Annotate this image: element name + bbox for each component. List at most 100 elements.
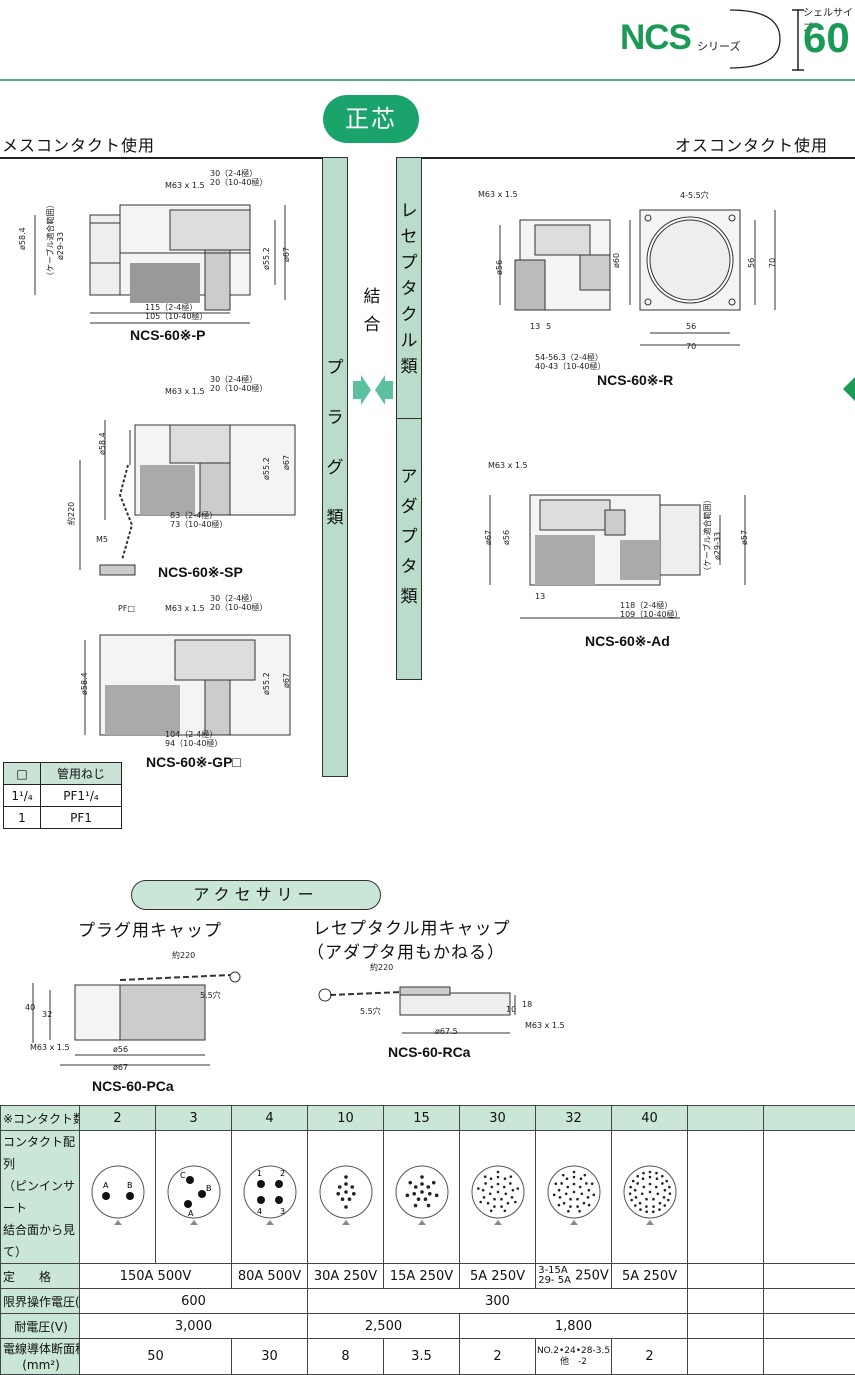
pin-dot [416, 1197, 420, 1201]
svg-text:A: A [188, 1209, 194, 1218]
pin-dot [572, 1171, 575, 1174]
pin-dot [510, 1196, 513, 1199]
spec-area-cell: 2 [460, 1339, 536, 1375]
pin-dot [578, 1186, 581, 1189]
pin-dot [655, 1172, 658, 1175]
layout-10-icon [308, 1131, 384, 1264]
pin-dot [493, 1198, 496, 1201]
pin-dot [661, 1182, 664, 1185]
dim-ad-thread: M63 x 1.5 [488, 461, 528, 470]
dim-rca-220: 約220 [370, 962, 393, 973]
dim-r-56a: ø56 [495, 260, 504, 275]
pin-dot [648, 1183, 651, 1186]
spec-contacts-cell: 40 [612, 1106, 688, 1131]
pin-dot [503, 1177, 506, 1180]
pin-dot [648, 1171, 651, 1174]
pipe-table-cell: PF1 [41, 807, 122, 829]
svg-text:B: B [206, 1184, 212, 1193]
pin-dot [336, 1192, 340, 1196]
spec-table: ※コンタクト数 2 3 4 10 15 30 32 40 コンタクト配列（ピンイ… [0, 1105, 855, 1375]
right-heading-rule [396, 157, 855, 159]
pin-dot [488, 1192, 491, 1195]
pin-dot [645, 1198, 648, 1201]
dim-rca-hole: 5.5穴 [360, 1006, 381, 1017]
pin-dot [557, 1189, 560, 1192]
dim-p-552: ø55.2 [262, 247, 271, 270]
dim-ad-56: ø56 [502, 530, 511, 545]
pin-dot [645, 1210, 648, 1213]
spec-contacts-cell: 2 [80, 1106, 156, 1131]
dim-p-105: 105（10-40極） [145, 311, 208, 322]
pin-dot [648, 1191, 651, 1194]
dim-gp-552: ø55.2 [262, 672, 271, 695]
pin-dot [350, 1185, 354, 1189]
model-ad: NCS-60※-Ad [585, 633, 670, 650]
pin-dot [420, 1190, 424, 1194]
pin-dot [479, 1201, 482, 1204]
right-heading: オスコンタクト使用 [675, 132, 828, 156]
pin-dot [667, 1199, 670, 1202]
dim-sp-552: ø55.2 [262, 457, 271, 480]
pin-dot [344, 1190, 348, 1194]
dim-r-13: 13 [530, 322, 540, 331]
pin-dot [509, 1175, 512, 1178]
pin-dot [500, 1205, 503, 1208]
spec-contacts-cell [688, 1106, 764, 1131]
left-heading-rule [0, 157, 346, 159]
pin-dot [503, 1209, 506, 1212]
spec-contacts-cell: 3 [156, 1106, 232, 1131]
pin-dot [557, 1204, 560, 1207]
dim-r-5: 5 [546, 322, 551, 331]
dim-r-56c: 56 [686, 322, 696, 331]
pin-dot [482, 1196, 485, 1199]
pin-dot [565, 1177, 568, 1180]
pin-dot [514, 1201, 517, 1204]
pin-dot [668, 1192, 671, 1195]
spec-rating-cell: 30A 250V [308, 1264, 384, 1289]
dim-pca-thread: M63 x 1.5 [30, 1043, 70, 1052]
spec-contacts-cell: 15 [384, 1106, 460, 1131]
pin-dot [502, 1186, 505, 1189]
pin-dot [630, 1199, 633, 1202]
spec-withstand-cell: 2,500 [308, 1314, 460, 1339]
plug-column-label: プ ラ グ 類 [323, 353, 347, 533]
pin-dot [572, 1191, 575, 1194]
pin-dot [645, 1205, 648, 1208]
spec-label-area: 電線導体断面積(mm²) [1, 1339, 80, 1375]
dim-sp-584: ø58.4 [98, 432, 107, 455]
dim-gp-584: ø58.4 [80, 672, 89, 695]
spec-label-contacts: ※コンタクト数 [1, 1106, 80, 1131]
svg-text:A: A [103, 1181, 109, 1190]
spec-area-cell: 2 [612, 1339, 688, 1375]
pin-dot [634, 1196, 637, 1199]
pin-dot [641, 1177, 644, 1180]
dim-ad-67: ø67 [484, 530, 493, 545]
pin-dot [580, 1192, 583, 1195]
pin-dot [576, 1205, 579, 1208]
dim-pca-67: ø67 [113, 1063, 128, 1072]
spec-row-rating: 定 格 150A 500V 80A 500V 30A 250V 15A 250V… [1, 1264, 855, 1289]
pin-dot [489, 1177, 492, 1180]
center-badge: 正芯 [323, 95, 419, 143]
pin-dot [496, 1183, 499, 1186]
spec-area-cell: 30 [232, 1339, 308, 1375]
header-ornament [720, 4, 810, 74]
pin-dot [567, 1210, 570, 1213]
dim-sp-73: 73（10-40極） [170, 519, 227, 530]
drawing-plug-cap [30, 955, 260, 1070]
svg-text:4: 4 [257, 1207, 262, 1216]
receptacle-cap-note: （アダプタ用もかねる） [307, 938, 505, 963]
svg-text:B: B [127, 1181, 133, 1190]
dim-p-20: 20（10-40極） [210, 177, 267, 188]
spec-label-rating: 定 格 [1, 1264, 80, 1289]
spec-label-withstand: 耐電圧(V) [1, 1314, 80, 1339]
pin-dot [576, 1198, 579, 1201]
dim-r-60: ø60 [612, 253, 621, 268]
dim-r-70b: 70 [768, 258, 777, 268]
dim-p-67: ø67 [282, 247, 291, 262]
dim-rca-10: 10 [506, 1005, 516, 1014]
pin-dot [582, 1202, 585, 1205]
pin-dot [554, 1182, 557, 1185]
